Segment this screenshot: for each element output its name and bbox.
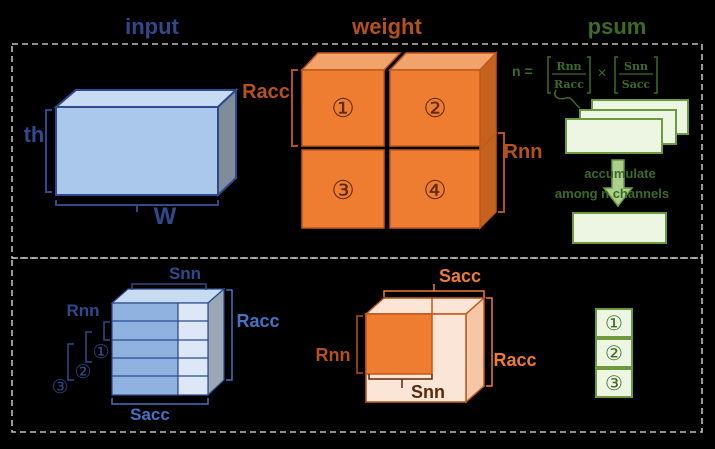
input-width-bracket bbox=[55, 200, 219, 206]
weight-block-4-label: ④ bbox=[423, 176, 446, 206]
weight-sacc-bracket bbox=[383, 290, 485, 297]
psum-frac1-den: Racc bbox=[554, 78, 584, 91]
weight-tiled-tensor bbox=[364, 296, 486, 404]
weight-block-1 bbox=[301, 69, 385, 147]
weight-block-3 bbox=[301, 149, 385, 229]
weight-snn-bracket bbox=[368, 374, 433, 380]
psum-channel-stack bbox=[565, 99, 689, 154]
weight-block-1-label: ① bbox=[331, 94, 354, 124]
input-marker-3: ③ bbox=[51, 376, 68, 398]
input-width-label: W bbox=[154, 203, 177, 230]
input-rnn-bracket bbox=[103, 321, 110, 341]
weight-sacc-label: Sacc bbox=[439, 266, 481, 286]
psum-stack-1: ① bbox=[605, 311, 623, 335]
top-panel bbox=[11, 43, 703, 259]
psum-times: × bbox=[597, 65, 606, 82]
input-height-bracket bbox=[45, 109, 52, 193]
input-racc-bracket bbox=[226, 289, 233, 381]
header-input: input bbox=[125, 14, 179, 39]
weight-racc-label: Racc bbox=[242, 81, 290, 103]
input-snn-bracket bbox=[131, 283, 207, 290]
weight-racc-bracket-bottom bbox=[486, 297, 493, 387]
weight-block-4 bbox=[389, 149, 481, 229]
bottom-panel bbox=[11, 257, 703, 433]
accumulate-line1: accumulate bbox=[584, 166, 656, 181]
weight-rnn-label: Rnn bbox=[504, 141, 543, 163]
psum-stack-2: ② bbox=[605, 341, 623, 365]
psum-frac2-num: Snn bbox=[624, 60, 648, 73]
weight-rnn-label-bottom: Rnn bbox=[316, 345, 351, 365]
weight-racc-bracket bbox=[291, 69, 298, 147]
accumulate-arrow bbox=[602, 159, 634, 208]
weight-rnn-bracket bbox=[498, 132, 505, 213]
input-tensor bbox=[53, 87, 239, 198]
weight-rnn-bracket-bottom bbox=[356, 315, 363, 374]
input-marker-1: ① bbox=[92, 341, 109, 363]
input-rnn-label: Rnn bbox=[66, 301, 99, 320]
psum-stack-3: ③ bbox=[605, 371, 623, 395]
input-height-label: th bbox=[24, 122, 45, 147]
psum-output-stack bbox=[595, 308, 633, 398]
psum-frac1-num: Rnn bbox=[556, 60, 581, 73]
psum-squiggle bbox=[554, 89, 581, 109]
input-tiled-tensor bbox=[110, 287, 226, 397]
weight-tensor bbox=[300, 51, 498, 230]
input-sacc-bracket bbox=[111, 398, 209, 405]
input-sacc-label: Sacc bbox=[130, 405, 170, 424]
weight-block-2 bbox=[389, 69, 481, 147]
weight-snn-label: Snn bbox=[411, 382, 445, 402]
psum-formula-n: n = bbox=[512, 63, 533, 79]
header-weight: weight bbox=[351, 14, 422, 39]
accumulate-line2: among n channels bbox=[555, 186, 669, 201]
psum-frac2-den: Sacc bbox=[622, 78, 651, 91]
weight-racc-label-bottom: Racc bbox=[493, 350, 536, 370]
header-psum: psum bbox=[588, 14, 647, 39]
input-marker-2: ② bbox=[74, 361, 91, 383]
input-snn-label: Snn bbox=[169, 264, 201, 283]
weight-block-2-label: ② bbox=[423, 94, 446, 124]
input-racc-label: Racc bbox=[236, 311, 279, 331]
psum-result-box bbox=[572, 212, 667, 244]
weight-block-3-label: ③ bbox=[331, 176, 354, 206]
